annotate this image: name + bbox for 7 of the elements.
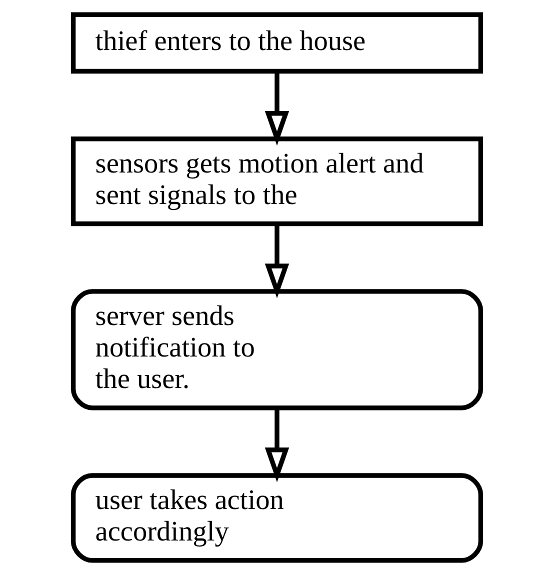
node-box: thief enters to the house: [70, 12, 483, 74]
arrow: [264, 224, 289, 298]
arrow: [264, 72, 289, 146]
node-box: server sends notification to the user.: [70, 289, 483, 410]
node-box: user takes action accordingly: [70, 473, 483, 563]
arrow: [264, 408, 289, 482]
node-box: sensors gets motion alert and sent signals to the: [70, 136, 483, 226]
